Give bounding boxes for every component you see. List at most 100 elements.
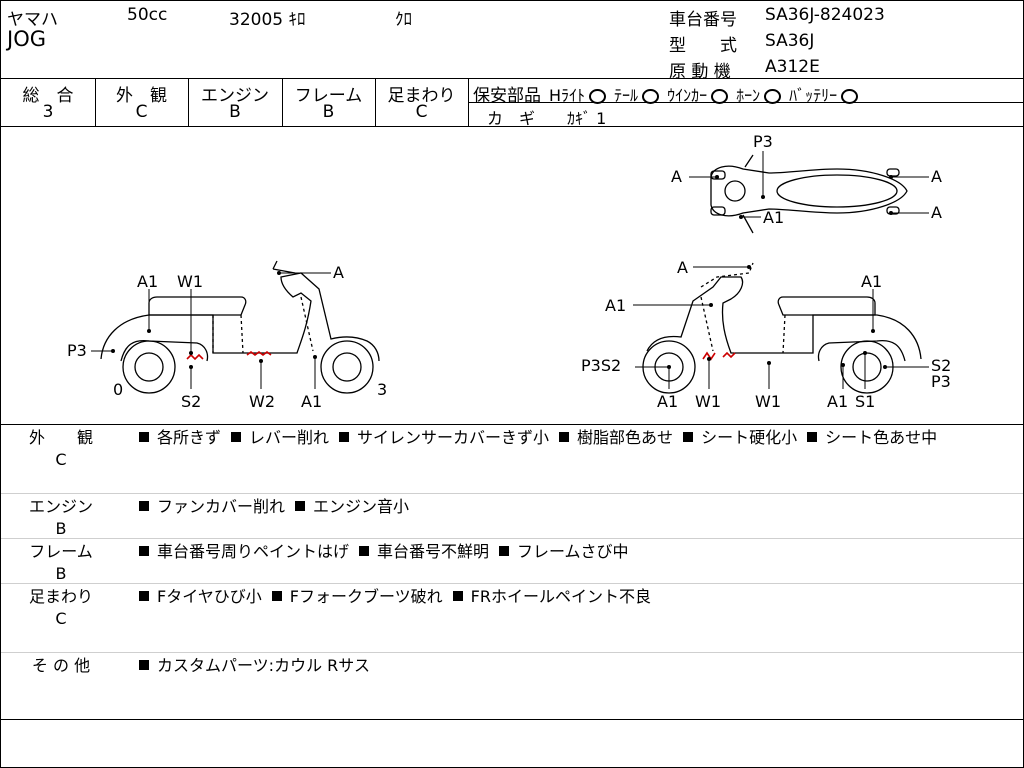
diagram-label: P3: [67, 341, 87, 360]
section-divider: [1, 583, 1023, 584]
section-divider: [1, 493, 1023, 494]
bullet-icon: [139, 591, 149, 601]
front-hub: [332, 352, 362, 382]
ok-circle-icon: [589, 89, 607, 104]
diagram-label: A: [931, 203, 942, 222]
defect-item: 車台番号不鮮明: [377, 542, 490, 561]
diagram-label: A1: [763, 208, 784, 227]
section-exterior-text: 各所きず レバー削れ サイレンサーカバーきず小 樹脂部色あせ シート硬化小 シート色あせ中: [135, 427, 1015, 449]
body-outline: [646, 276, 922, 360]
grade-frame-label: フレーム: [294, 86, 363, 106]
grade-overall-value: 3: [42, 102, 54, 122]
diagram-label: S2: [181, 392, 201, 411]
model-name: JOG: [7, 27, 46, 51]
diagram-label: A1: [605, 296, 626, 315]
bullet-icon: [139, 432, 149, 442]
damage-mark: [702, 351, 716, 361]
leader-points: [111, 175, 893, 369]
front-wheel: [320, 340, 374, 394]
bullet-icon: [683, 432, 694, 442]
header-divider: [1, 78, 1023, 79]
top-body: [710, 165, 908, 217]
grade-suspension-value: C: [415, 102, 428, 122]
top-handlebar: [742, 154, 754, 234]
rear-hub: [134, 352, 164, 382]
diagram-label: S1: [855, 392, 875, 411]
key-label: カ ギ: [487, 109, 536, 128]
diagram-label: S2: [931, 356, 951, 375]
diagram-label: A1: [827, 392, 848, 411]
defect-item: フレームさび中: [517, 542, 629, 561]
damage-marks: [186, 351, 736, 361]
body-outline: [100, 272, 380, 362]
damage-diagram: A1 W1 A P3 0 S2 W2 A1 3 A A1 A1 P3S2 A1 …: [67, 132, 951, 411]
diagram-label: W1: [695, 392, 721, 411]
diagram-label: W1: [755, 392, 781, 411]
section-frame-label: フレーム B: [29, 542, 93, 583]
diagram-label: A: [677, 258, 688, 277]
damage-mark: [722, 351, 736, 359]
top-seat: [776, 174, 898, 208]
grade-engine-value: B: [229, 102, 241, 122]
safety-item-horn: ﾎｰﾝ: [736, 86, 761, 105]
grade-divider: [188, 78, 189, 126]
safety-title: 保安部品: [473, 86, 541, 106]
displacement: 50cc: [127, 5, 168, 25]
bullet-icon: [139, 501, 149, 511]
diagram-label: A1: [861, 272, 882, 291]
bullet-icon: [139, 546, 149, 556]
type-value: SA36J: [765, 31, 815, 51]
maker: ヤマハ: [7, 10, 58, 30]
diagram-label: A: [671, 167, 682, 186]
bullet-icon: [295, 501, 306, 511]
seat: [777, 296, 876, 316]
section-other-text: カスタムパーツ:カウル Rサス: [135, 655, 1015, 677]
defect-item: Fタイヤひび小: [157, 587, 262, 606]
grade-exterior-label: 外 観: [116, 86, 167, 106]
section-engine-label: エンジン B: [28, 497, 93, 538]
safety-item-tail: ﾃｰﾙ: [614, 86, 639, 105]
section-exterior-label: 外 観 C: [28, 428, 93, 469]
diagram-label: A: [931, 167, 942, 186]
bullet-icon: [339, 432, 350, 442]
grade-frame-value: B: [322, 102, 335, 122]
safety-item-headlight: Hﾗｲﾄ: [549, 86, 586, 105]
top-mirror-right: [710, 206, 726, 216]
ok-circle-icon: [711, 89, 729, 104]
diagram-label: A1: [301, 392, 322, 411]
engine-label: 原 動 機: [669, 62, 731, 82]
frame-number-label: 車台番号: [669, 10, 737, 30]
diagram-label: P3S2: [581, 356, 621, 375]
frame-dash: [700, 262, 786, 354]
bullet-icon: [807, 432, 818, 442]
bullet-icon: [359, 546, 370, 556]
grades-divider: [1, 126, 1023, 127]
swingarm: [817, 339, 906, 362]
defect-item: カスタムパーツ:カウル Rサス: [157, 656, 370, 675]
defect-item: 樹脂部色あせ: [577, 428, 674, 447]
bullet-icon: [559, 432, 570, 442]
bullet-icon: [499, 546, 510, 556]
top-mirror-left: [710, 170, 726, 180]
frame-number: SA36J-824023: [765, 5, 885, 25]
defect-item: 各所きず: [157, 428, 222, 447]
top-winker-right: [886, 206, 900, 215]
section-engine-text: ファンカバー削れエンジン音小: [135, 496, 1015, 518]
defect-item: サイレンサーカバーきず小: [357, 428, 550, 447]
diagram-label: W2: [249, 392, 275, 411]
key-value: ｶｷﾞ 1: [567, 109, 607, 128]
scooter-top-view: [710, 154, 908, 234]
defect-item: エンジン音小: [313, 497, 410, 516]
grade-suspension-label: 足まわり: [387, 86, 456, 106]
defect-item: レバー削れ: [249, 428, 330, 447]
defect-item: シート色あせ中: [825, 428, 938, 447]
defect-item: シート硬化小: [701, 428, 798, 447]
bullet-icon: [271, 591, 282, 601]
color: ｸﾛ: [395, 10, 412, 30]
rear-hub: [852, 352, 882, 382]
mileage: 32005 ｷﾛ: [229, 10, 306, 30]
defect-item: 車台番号周りペイントはげ: [157, 542, 350, 561]
